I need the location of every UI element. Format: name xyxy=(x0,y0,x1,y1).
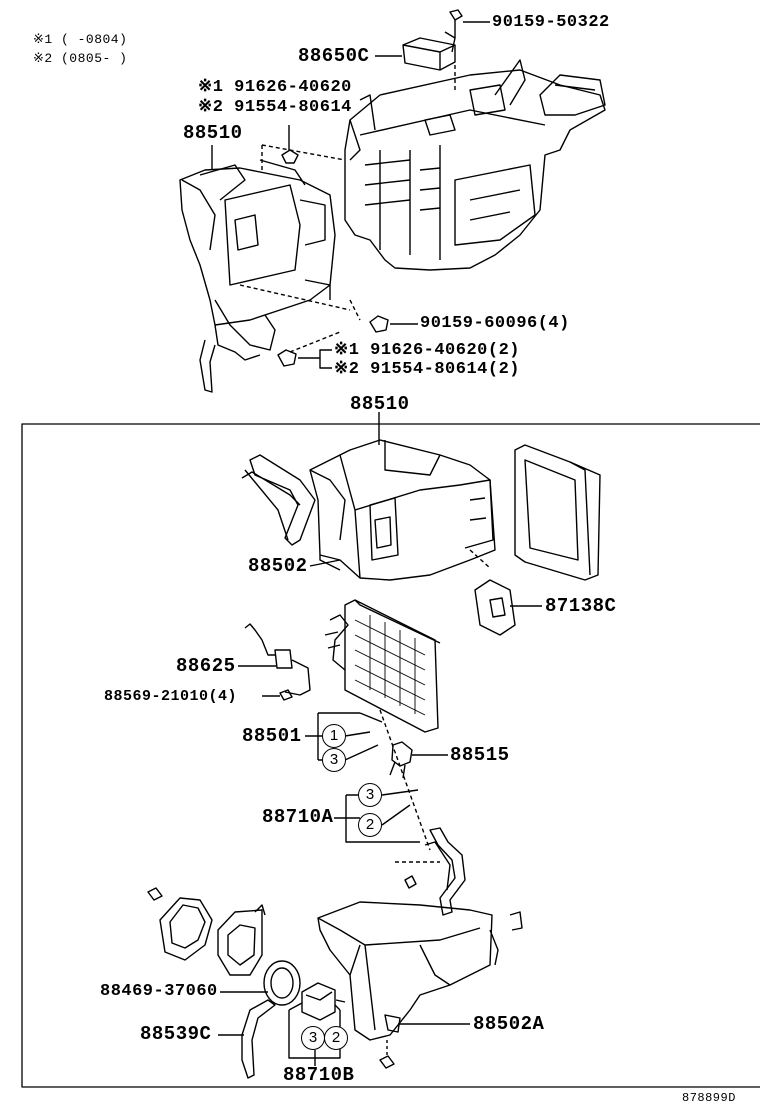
label-87138c: 87138C xyxy=(545,595,617,617)
label-88625: 88625 xyxy=(176,655,236,677)
label-90159-60096: 90159-60096(4) xyxy=(420,314,570,333)
leader-line xyxy=(305,712,360,761)
leader-line xyxy=(298,349,332,369)
label-88650c: 88650C xyxy=(298,45,370,67)
drawing-number: 878899D xyxy=(682,1091,736,1105)
dashed-guide xyxy=(261,144,346,161)
callout-circle-3: 3 xyxy=(322,748,346,772)
leader-line xyxy=(334,794,420,843)
leader-line xyxy=(381,804,411,826)
label-88569-21010: 88569-21010(4) xyxy=(104,688,238,705)
bolt-90159-60096-icon xyxy=(369,315,389,333)
gasket-left-part xyxy=(159,897,213,961)
module-88650c-part xyxy=(402,31,456,71)
screw-91626-40620-icon xyxy=(281,149,299,164)
gasket-88469-part xyxy=(263,960,301,1006)
evaporator-core-part xyxy=(324,599,441,733)
callout-circle-3: 3 xyxy=(358,783,382,807)
dashed-guide xyxy=(379,709,431,851)
callout-circle-2: 2 xyxy=(358,813,382,837)
dashed-guide xyxy=(349,299,361,321)
leader-line xyxy=(381,789,419,796)
resistor-87138c-part xyxy=(474,579,516,636)
leader-line xyxy=(309,559,341,567)
actuator-88710b-part xyxy=(301,982,346,1021)
label-88501: 88501 xyxy=(242,725,302,747)
callout-circle-2: 2 xyxy=(324,1026,348,1050)
label-88510-assembly: 88510 xyxy=(350,393,410,415)
dashed-guide xyxy=(289,331,341,353)
label-88539c: 88539C xyxy=(140,1023,212,1045)
lower-case-88502a-part xyxy=(317,901,499,1041)
label-88469-37060: 88469-37060 xyxy=(100,982,218,1001)
main-ac-unit-housing xyxy=(344,59,606,271)
callout-circle-1: 1 xyxy=(322,724,346,748)
filter-frame-part xyxy=(514,444,601,581)
blower-assembly-88510 xyxy=(179,159,336,393)
expansion-valve-88515-part xyxy=(389,741,413,779)
label-91554-80614-qty: ※2 91554-80614(2) xyxy=(334,360,520,379)
legend-note-2: ※2 (0805- ) xyxy=(33,51,128,66)
leader-line xyxy=(344,744,379,761)
duct-pipe-part xyxy=(241,454,316,546)
label-91554-80614: ※2 91554-80614 xyxy=(198,98,352,117)
label-88710a: 88710A xyxy=(262,806,334,828)
leader-line xyxy=(288,1002,341,1066)
label-91626-40620-qty: ※1 91626-40620(2) xyxy=(334,341,520,360)
screw-91554-80614-icon xyxy=(277,349,297,367)
legend-note-1: ※1 ( -0804) xyxy=(33,32,128,47)
callout-circle-3: 3 xyxy=(301,1026,325,1050)
bolt-bottom-icon xyxy=(379,1055,395,1069)
gasket-mid-part xyxy=(217,904,266,976)
dashed-guide xyxy=(469,549,491,569)
label-88502a: 88502A xyxy=(473,1013,545,1035)
label-88510-top: 88510 xyxy=(183,122,243,144)
bolt-icon xyxy=(404,875,417,889)
screw-90159-50322-icon xyxy=(449,9,463,38)
label-88502: 88502 xyxy=(248,555,308,577)
label-90159-50322: 90159-50322 xyxy=(492,13,610,32)
clip-88569-icon xyxy=(279,689,293,701)
housing-88502-part xyxy=(309,439,496,581)
pipe-88710a-part xyxy=(424,827,466,916)
screw-small-icon xyxy=(147,887,163,901)
leader-line xyxy=(344,731,371,737)
label-88710b: 88710B xyxy=(283,1064,355,1086)
label-88515: 88515 xyxy=(450,744,510,766)
sensor-88625-part xyxy=(244,623,311,696)
clip-right-icon xyxy=(509,911,523,931)
dashed-guide xyxy=(239,284,351,311)
drain-hose-88539c-part xyxy=(241,999,276,1079)
label-91626-40620: ※1 91626-40620 xyxy=(198,78,352,97)
assembly-88510-frame xyxy=(21,423,760,1088)
leader-line xyxy=(359,712,383,723)
